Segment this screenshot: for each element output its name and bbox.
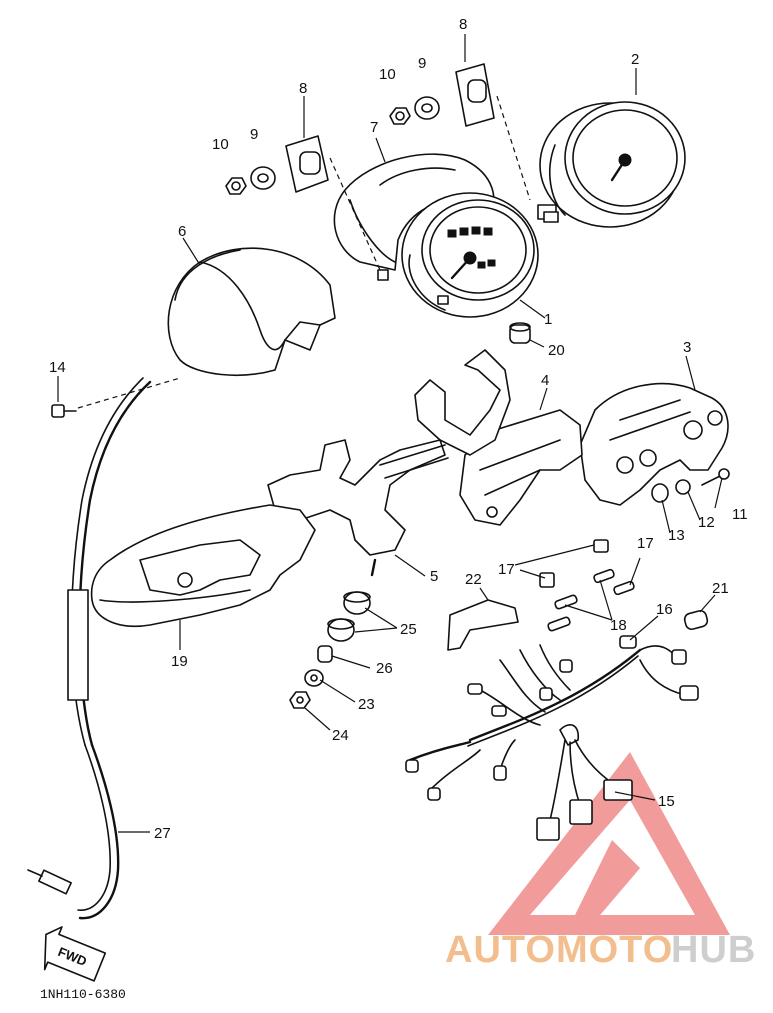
part-20-grommet <box>509 322 531 344</box>
part-5-lower-bracket <box>267 439 449 577</box>
callout-24: 24 <box>332 727 349 744</box>
callout-17b: 17 <box>637 535 654 552</box>
part-18-bulbs <box>547 568 635 632</box>
part-upper-bracket <box>414 349 511 456</box>
callout-8a: 8 <box>299 80 307 97</box>
part-8-damper-left <box>285 135 329 193</box>
fwd-arrow-icon: FWD <box>43 926 107 982</box>
part-23-washer <box>304 669 324 687</box>
callout-26: 26 <box>376 660 393 677</box>
callout-5: 5 <box>430 568 438 585</box>
callout-7: 7 <box>370 119 378 136</box>
part-14-bolt <box>51 404 77 418</box>
callout-13: 13 <box>668 527 685 544</box>
callout-22: 22 <box>465 571 482 588</box>
watermark-text-part1: AUTOMOTO <box>445 929 673 971</box>
part-2-tachometer <box>537 101 686 228</box>
callout-9a: 9 <box>250 126 258 143</box>
part-25-grommets <box>327 591 371 642</box>
part-21-cap <box>683 609 709 631</box>
callout-27: 27 <box>154 825 171 842</box>
callout-10a: 10 <box>212 136 229 153</box>
callout-labels: 1 2 3 4 5 6 7 8 8 9 9 10 10 11 12 13 14 … <box>49 16 748 842</box>
callout-11: 11 <box>732 506 748 523</box>
part-3-housing <box>579 382 729 506</box>
watermark-text: AUTOMOTO HUB <box>445 929 756 971</box>
part-16-wire-harness <box>405 635 699 801</box>
callout-17a: 17 <box>498 561 515 578</box>
part-11-screw <box>701 468 730 486</box>
callout-6: 6 <box>178 223 186 240</box>
part-13-grommet <box>651 483 669 503</box>
callout-21: 21 <box>712 580 729 597</box>
part-17-sockets <box>539 539 609 588</box>
part-15-harness-connectors <box>536 739 633 841</box>
part-19-lower-cover <box>90 504 316 627</box>
part-26-collar <box>317 645 333 663</box>
part-10-nuts <box>225 107 411 195</box>
part-22-bracket <box>447 599 519 651</box>
callout-4: 4 <box>541 372 549 389</box>
callout-9b: 9 <box>418 55 426 72</box>
callout-18: 18 <box>610 617 627 634</box>
callout-16: 16 <box>656 601 673 618</box>
part-12-washer <box>675 479 691 495</box>
callout-2: 2 <box>631 51 639 68</box>
part-9-washers <box>250 96 440 190</box>
callout-3: 3 <box>683 339 691 356</box>
callout-8b: 8 <box>459 16 467 33</box>
callout-23: 23 <box>358 696 375 713</box>
callout-14: 14 <box>49 359 66 376</box>
callout-20: 20 <box>548 342 565 359</box>
callout-1: 1 <box>544 311 552 328</box>
drawing-code: 1NH110-6380 <box>40 987 126 1002</box>
callout-19: 19 <box>171 653 188 670</box>
part-1-speedometer <box>377 192 539 318</box>
leader-lines <box>57 34 723 833</box>
callout-12: 12 <box>698 514 715 531</box>
callout-10b: 10 <box>379 66 396 83</box>
callout-15: 15 <box>658 793 675 810</box>
watermark-logo <box>488 752 730 935</box>
part-24-nut <box>289 691 311 709</box>
watermark-text-part2: HUB <box>671 929 756 971</box>
part-8-damper-right <box>455 63 495 127</box>
part-27-cable <box>27 377 152 920</box>
callout-25: 25 <box>400 621 417 638</box>
part-6-meter-cover <box>167 247 336 376</box>
